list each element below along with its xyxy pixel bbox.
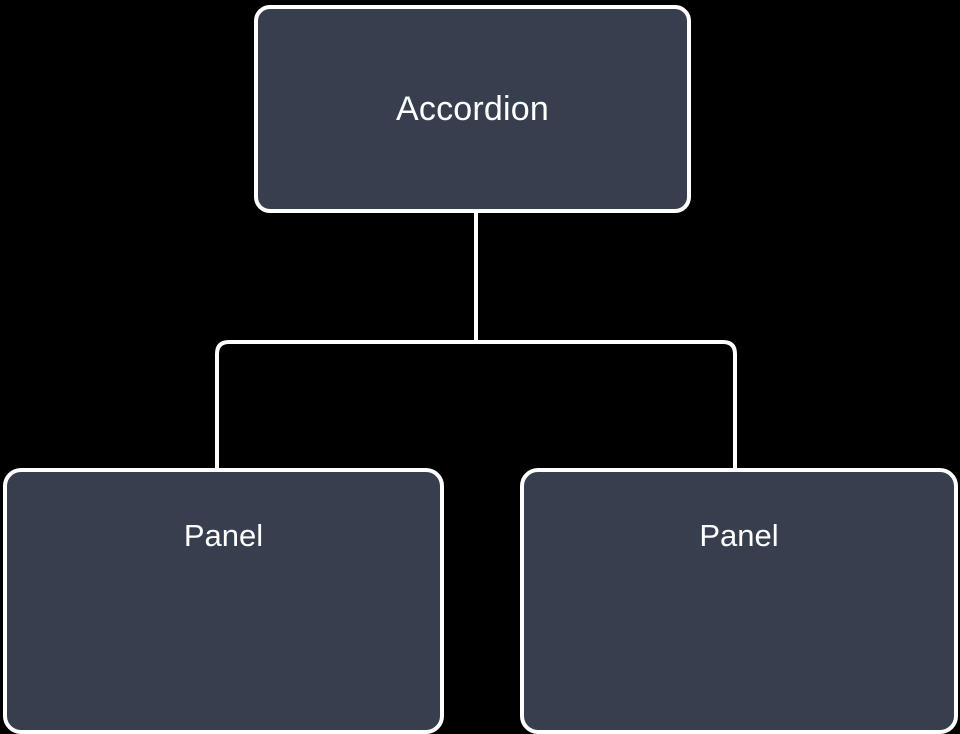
node-title: Accordion — [396, 90, 549, 128]
tree-node-panel-active[interactable]: Panel isActive true — [3, 468, 444, 734]
node-title: Panel — [699, 518, 779, 553]
tree-node-accordion[interactable]: Accordion — [254, 5, 691, 213]
edge-branch-bus — [215, 340, 737, 470]
tree-node-panel-inactive[interactable]: Panel isActive false — [520, 468, 958, 734]
node-title: Panel — [183, 518, 264, 553]
